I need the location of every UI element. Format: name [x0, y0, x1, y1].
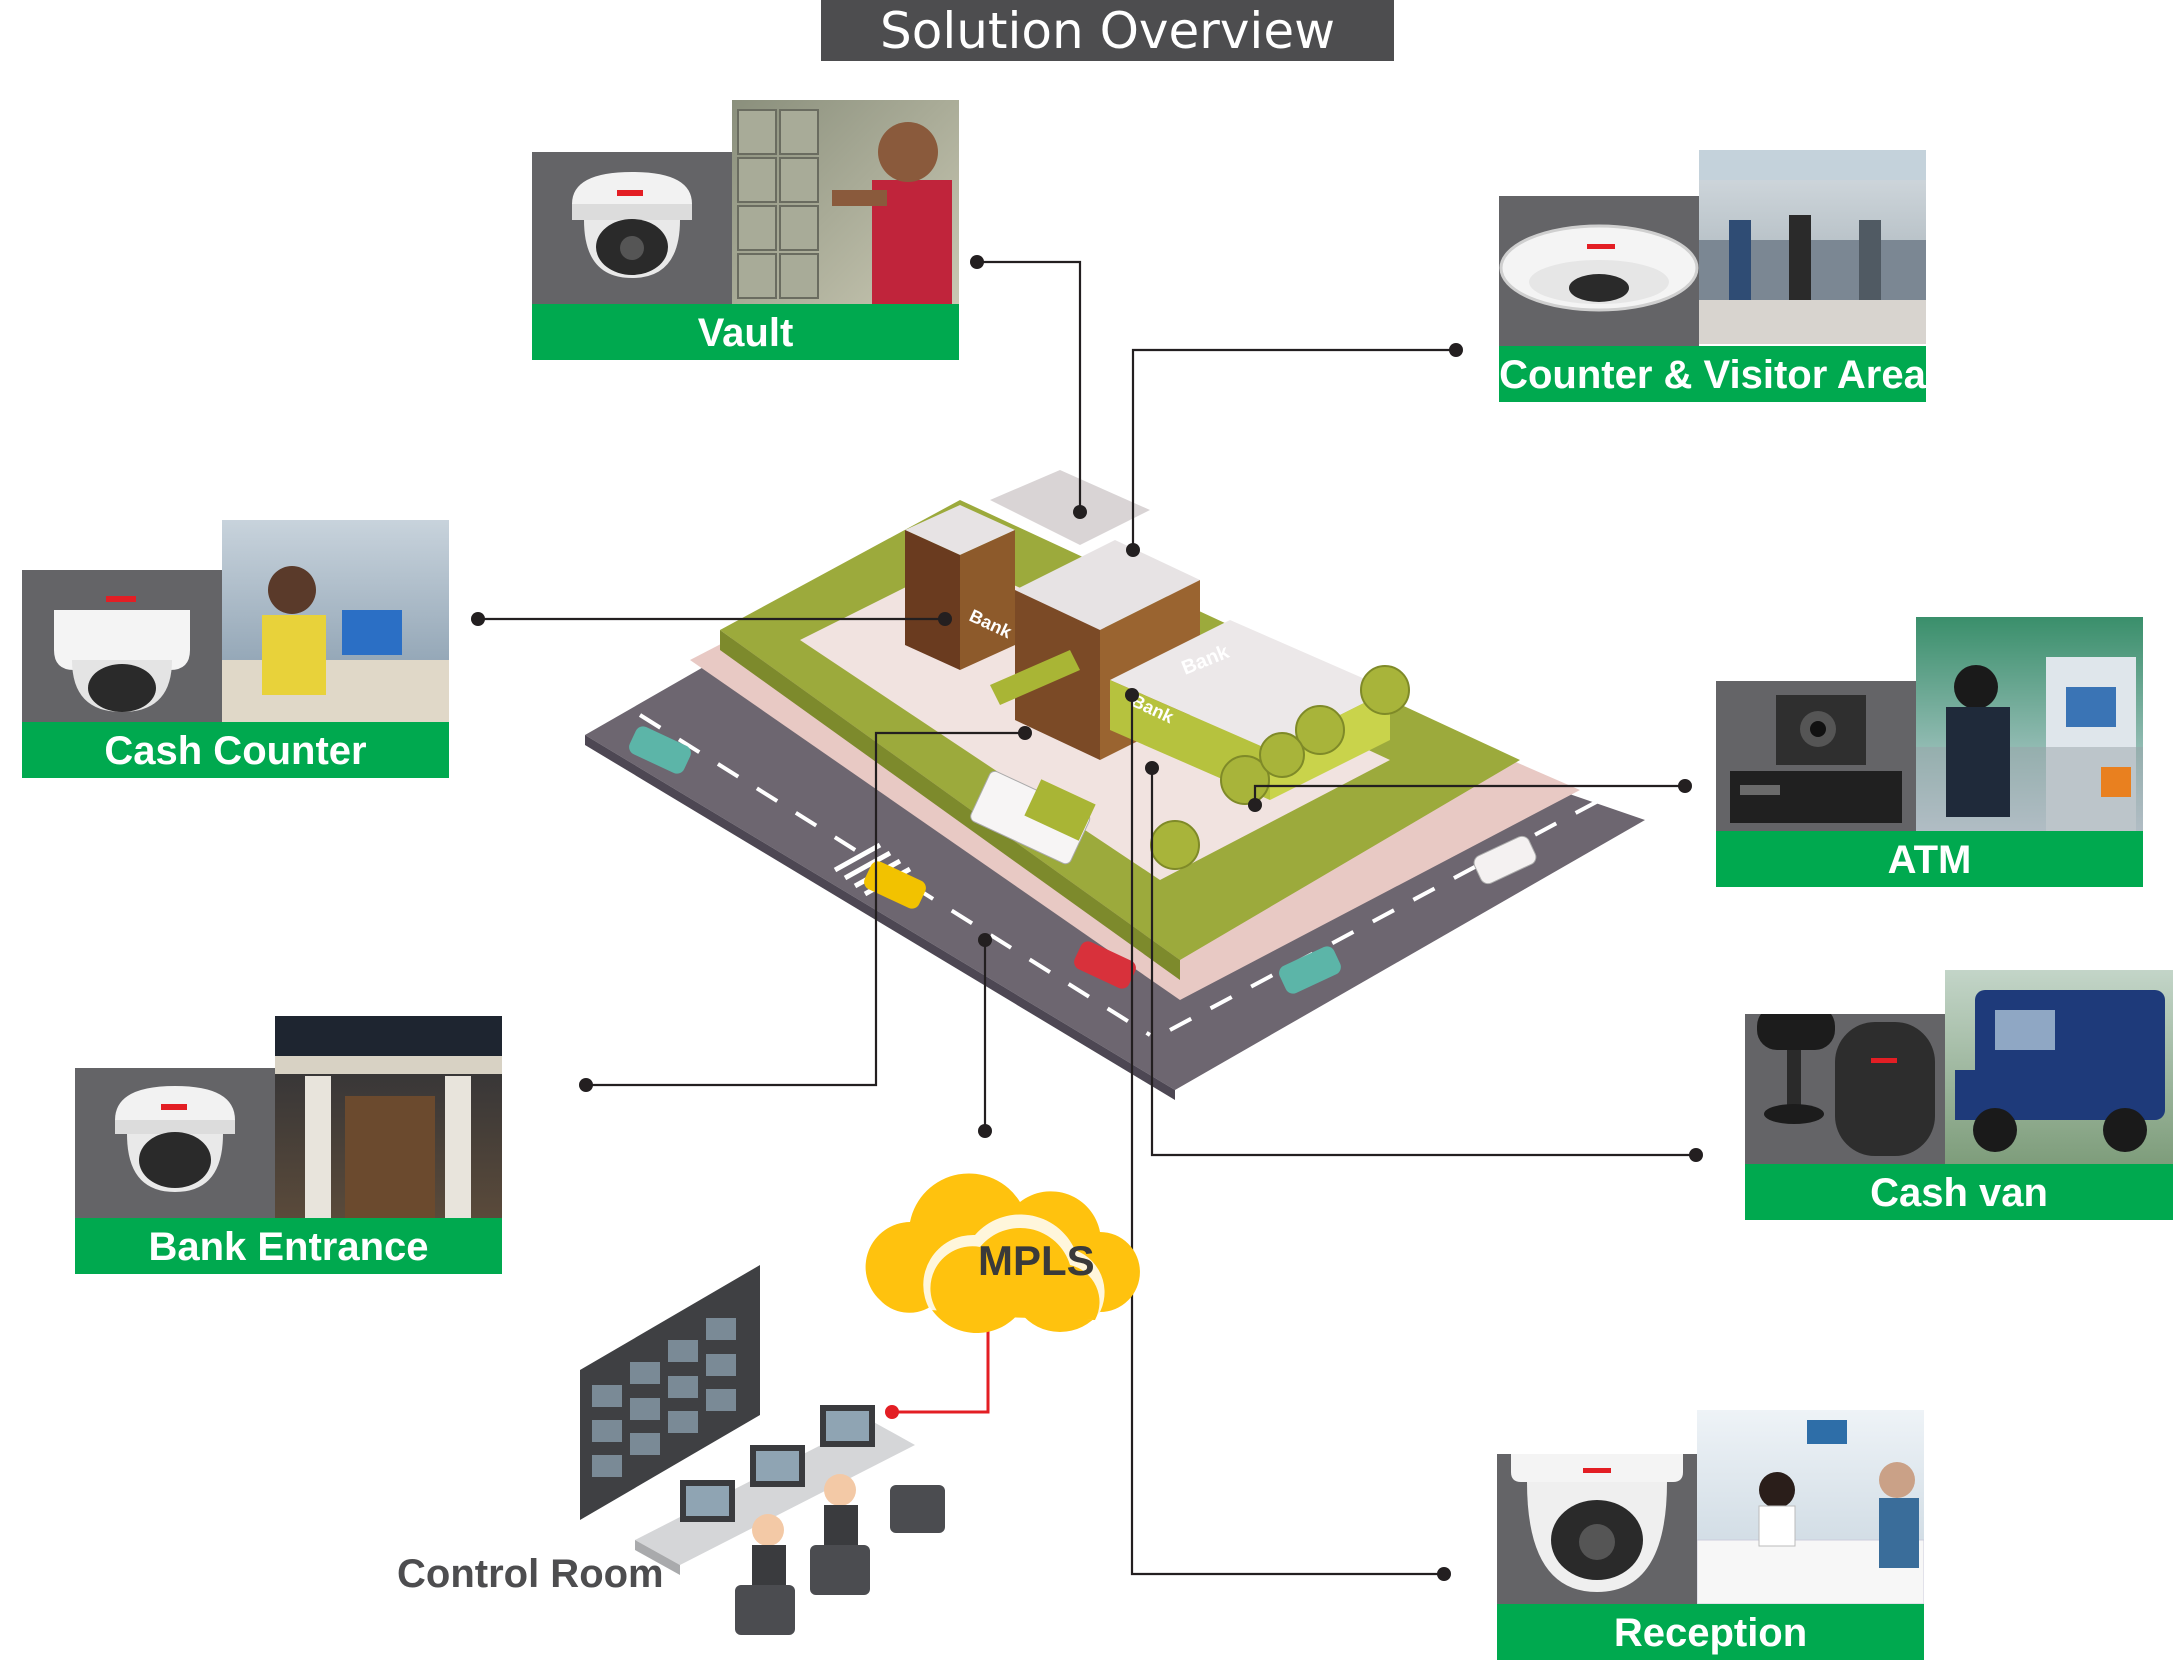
vault-photo [732, 100, 959, 304]
cash-counter-card: Cash Counter [22, 520, 449, 778]
cash-van-card: Cash van [1745, 970, 2173, 1220]
cash-counter-label: Cash Counter [22, 722, 449, 778]
mpls-cloud-icon [865, 1173, 1140, 1334]
counter-visitor-card: Counter & Visitor Area [1499, 150, 1926, 402]
bank-entrance-label: Bank Entrance [75, 1218, 502, 1274]
counter-visitor-label: Counter & Visitor Area [1499, 346, 1926, 402]
turret-camera-panel [1497, 1454, 1697, 1604]
page-title: Solution Overview [821, 0, 1394, 61]
counter-photo [1699, 150, 1926, 344]
dome-camera-panel [22, 570, 222, 722]
bank-entrance-photo [275, 1016, 502, 1218]
vehicles [629, 726, 1537, 994]
fisheye-camera-panel [1499, 196, 1699, 346]
dome-camera-panel [75, 1068, 275, 1218]
cash-counter-photo [222, 520, 449, 722]
reception-label: Reception [1497, 1604, 1924, 1660]
mobile-camera-panel [1745, 1006, 1945, 1164]
atm-card: ATM [1716, 617, 2143, 887]
fisheye-camera-icon [1499, 224, 1699, 312]
vault-label: Vault [532, 304, 959, 360]
turret-camera-icon [1511, 1454, 1683, 1592]
connector-dots [471, 255, 1703, 1581]
pinhole-camera-panel [1716, 681, 1916, 831]
pinhole-camera-icon [1730, 695, 1902, 823]
bank-entrance-card: Bank Entrance [75, 1016, 502, 1274]
atm-photo [1916, 617, 2143, 831]
bank-building-illustration: Bank Bank Bank [585, 470, 1645, 1100]
control-room-illustration [580, 1265, 945, 1635]
dome-camera-icon [54, 596, 190, 712]
trees [1150, 665, 1410, 870]
control-room-label: Control Room [397, 1552, 664, 1596]
reception-card: Reception [1497, 1410, 1924, 1660]
dome-camera-panel [532, 152, 732, 304]
vault-card: Vault [532, 100, 959, 360]
cash-van-label: Cash van [1745, 1164, 2173, 1220]
connector-lines [478, 260, 1696, 1576]
atm-label: ATM [1716, 831, 2143, 887]
cash-van-photo [1945, 970, 2173, 1164]
dome-camera-icon [115, 1086, 235, 1192]
mobile-camera-icon [1757, 1006, 1935, 1156]
mpls-link-dot [885, 1405, 899, 1419]
dome-camera-icon [572, 172, 692, 278]
mpls-label: MPLS [978, 1237, 1095, 1284]
reception-photo [1697, 1410, 1924, 1604]
